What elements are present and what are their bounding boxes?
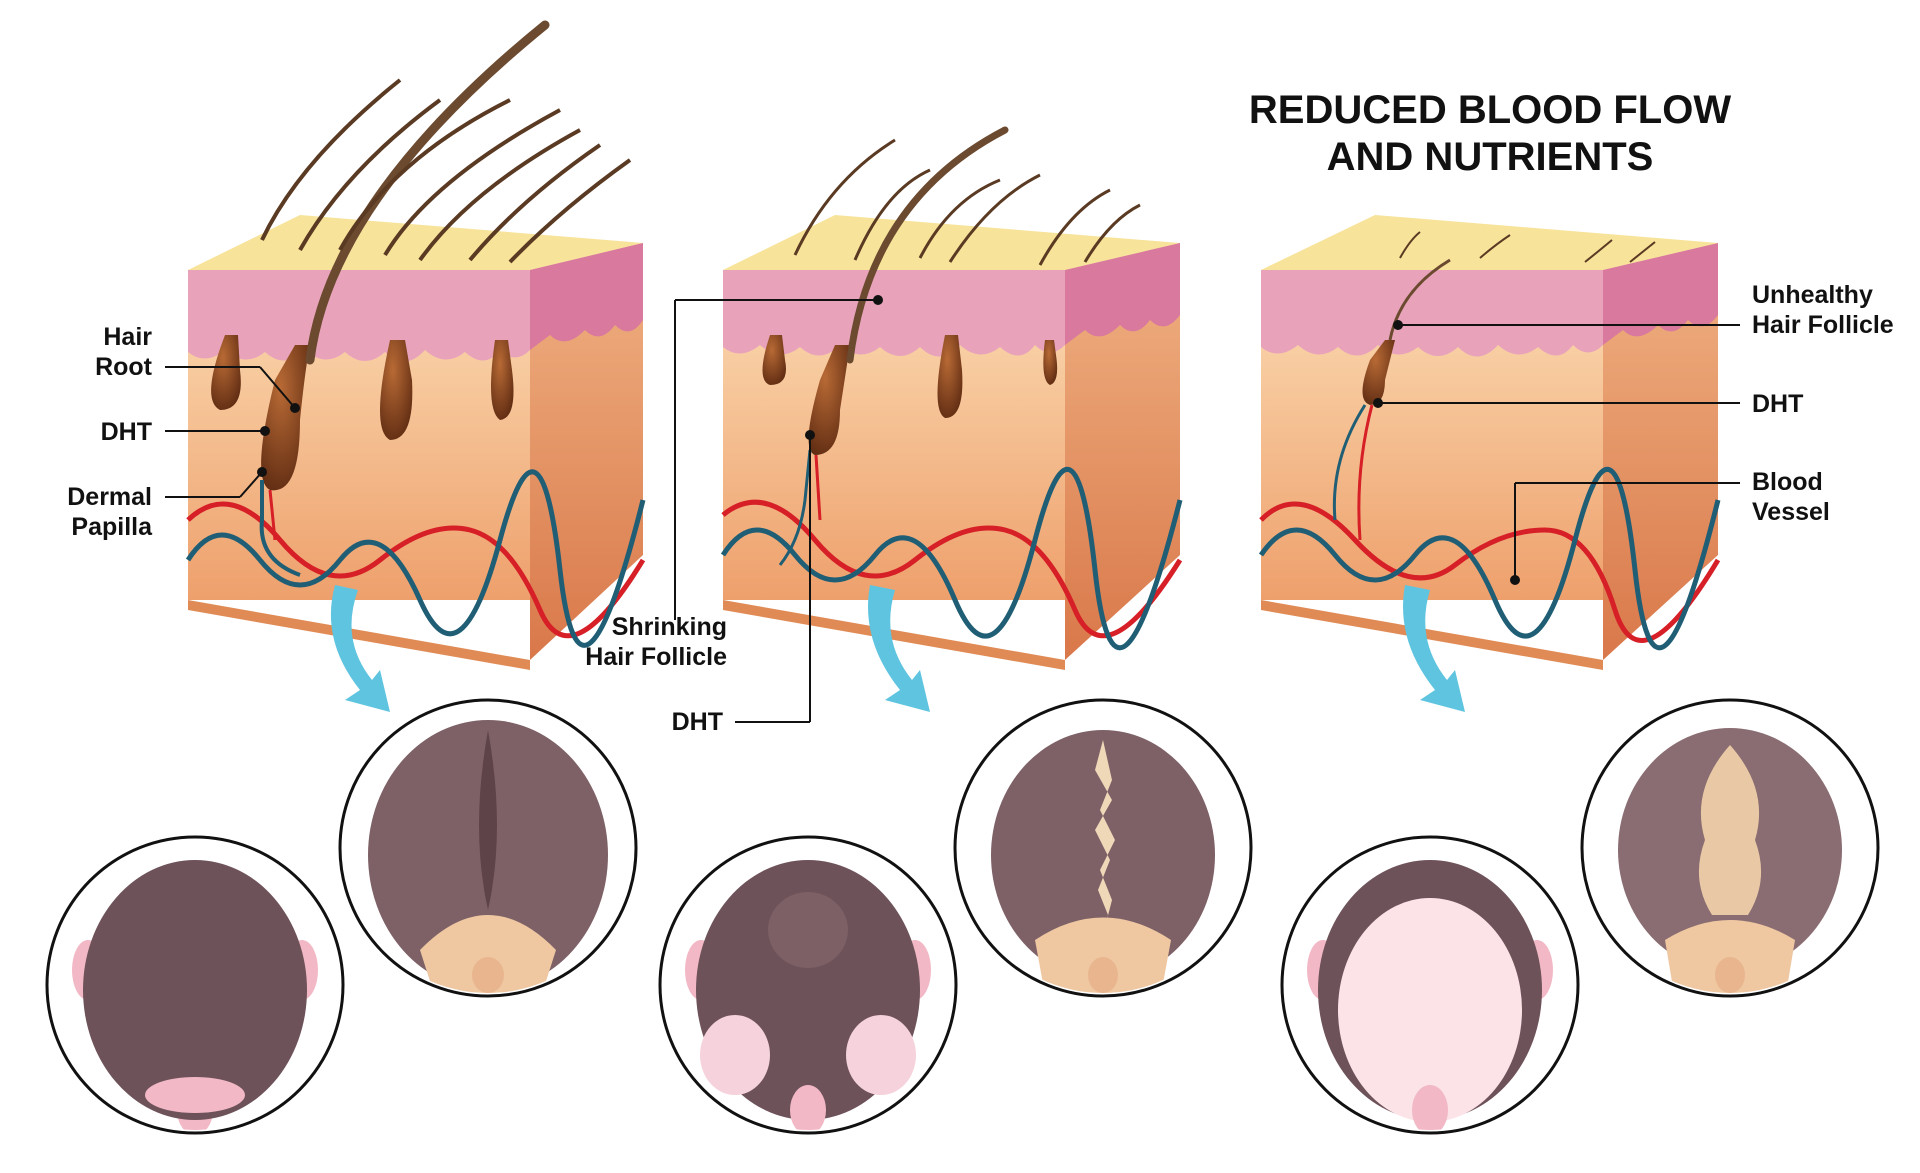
scalp-circle-4 [953,698,1253,998]
stage-1-arrow [330,585,390,712]
stage-1-leaders [165,366,300,498]
label-blood-vessel-line1: Blood [1752,468,1823,496]
scalp-circle-1 [45,835,345,1135]
label-hair-root-line2: Root [95,353,153,381]
label-dht-stage1: DHT [101,418,152,446]
scalp-circle-6 [1580,698,1880,998]
stage-3-skin-block [1258,215,1721,670]
label-dht-stage3: DHT [1752,390,1803,418]
stage-2-arrow [868,585,930,712]
stage-1-skin-block [185,20,646,670]
scalp-circle-3 [658,835,958,1135]
label-dht-stage2: DHT [672,708,723,736]
label-blood-vessel-line2: Vessel [1752,498,1830,526]
label-unhealthy-line2: Hair Follicle [1752,311,1894,339]
label-unhealthy-line1: Unhealthy [1752,281,1873,309]
stage-2-skin-block [720,126,1183,670]
stage-2-leaders [674,295,883,723]
label-shrinking-line1: Shrinking [612,613,727,641]
scalp-circle-5 [1280,835,1580,1135]
stage-3-arrow [1403,585,1465,712]
label-shrinking-line2: Hair Follicle [585,643,727,671]
label-dermal-papilla-line1: Dermal [67,483,152,511]
label-dermal-papilla-line2: Papilla [71,513,153,541]
scalp-circle-2 [338,698,638,998]
title-line1: REDUCED BLOOD FLOW [1249,88,1731,132]
title-line2: AND NUTRIENTS [1327,135,1654,179]
label-hair-root-line1: Hair [103,323,152,351]
stage-3-leaders [1373,320,1740,585]
follicle-main [261,345,310,491]
